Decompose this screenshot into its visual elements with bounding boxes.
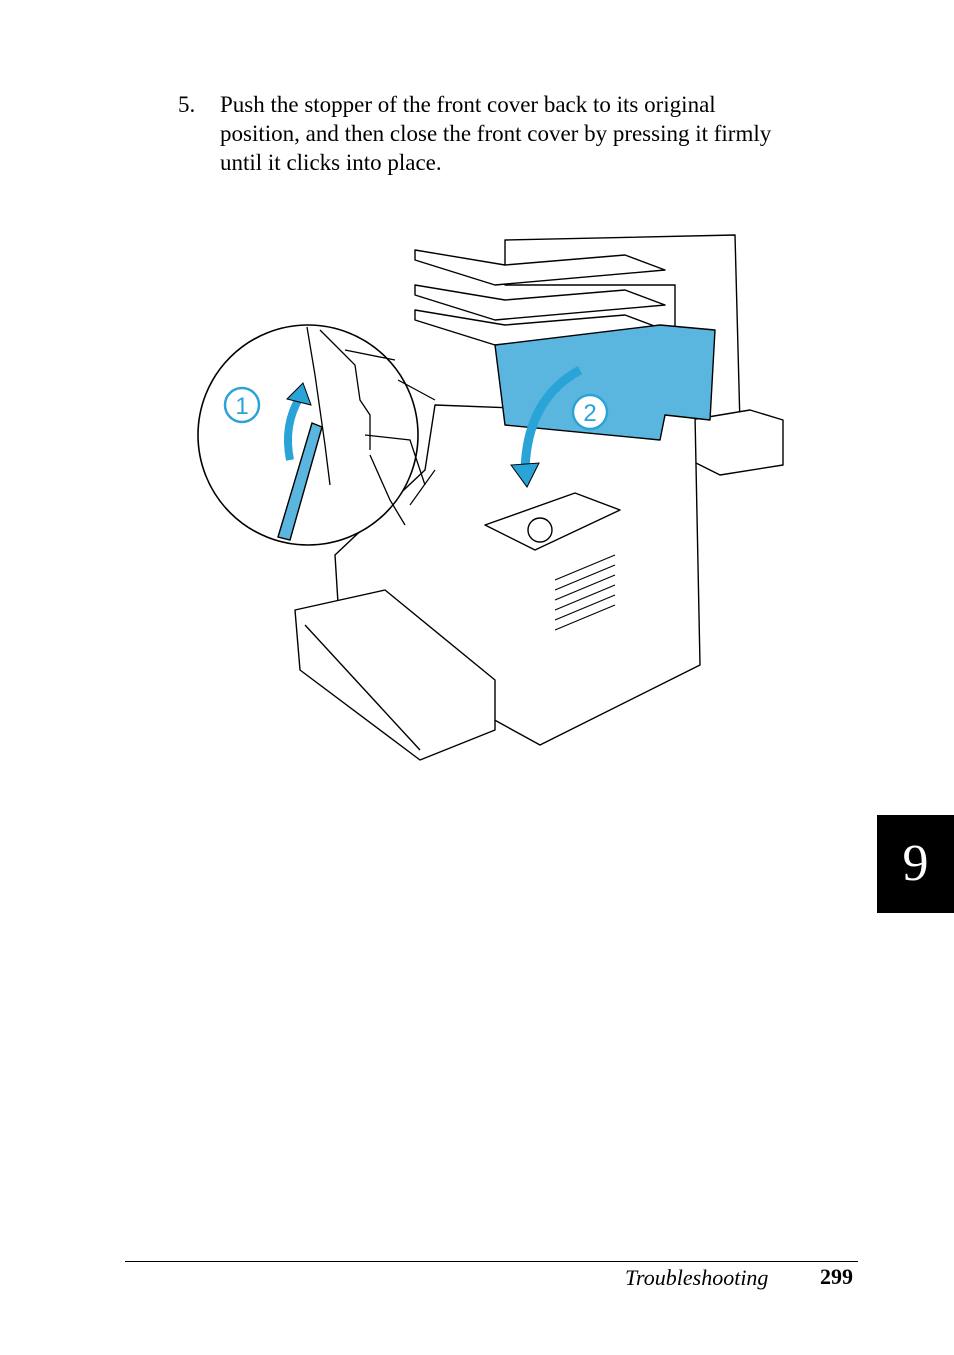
callout-2-number: 2 <box>583 400 596 427</box>
footer-section-title: Troubleshooting <box>625 1265 769 1290</box>
chapter-tab: 9 <box>877 815 954 913</box>
step-line: until it clicks into place. <box>220 150 442 175</box>
output-tray <box>414 284 666 321</box>
dial-button <box>527 517 553 543</box>
callout-1-circle <box>223 386 261 424</box>
chapter-number: 9 <box>902 835 929 892</box>
close-arrow <box>520 366 583 476</box>
step-number: 5. <box>178 92 196 117</box>
callout-2-circle <box>571 393 609 431</box>
output-tray <box>414 249 666 286</box>
step-line: Push the stopper of the front cover back… <box>220 92 716 117</box>
printer-illustration: 2 1 <box>197 234 784 761</box>
callout-1-number: 1 <box>235 393 248 420</box>
control-panel <box>484 492 621 551</box>
page-number: 299 <box>820 1264 853 1289</box>
footer-rule <box>125 1261 858 1262</box>
cover-stopper <box>277 422 323 541</box>
inset-pointer <box>397 379 436 506</box>
step-line: position, and then close the front cover… <box>220 121 772 146</box>
vent-lines <box>554 554 616 631</box>
step-text: Push the stopper of the front cover back… <box>220 90 870 177</box>
open-arrow-head <box>286 382 312 406</box>
paper-cassette <box>294 589 496 761</box>
open-arrow <box>284 394 304 461</box>
close-arrow-head <box>510 462 540 488</box>
